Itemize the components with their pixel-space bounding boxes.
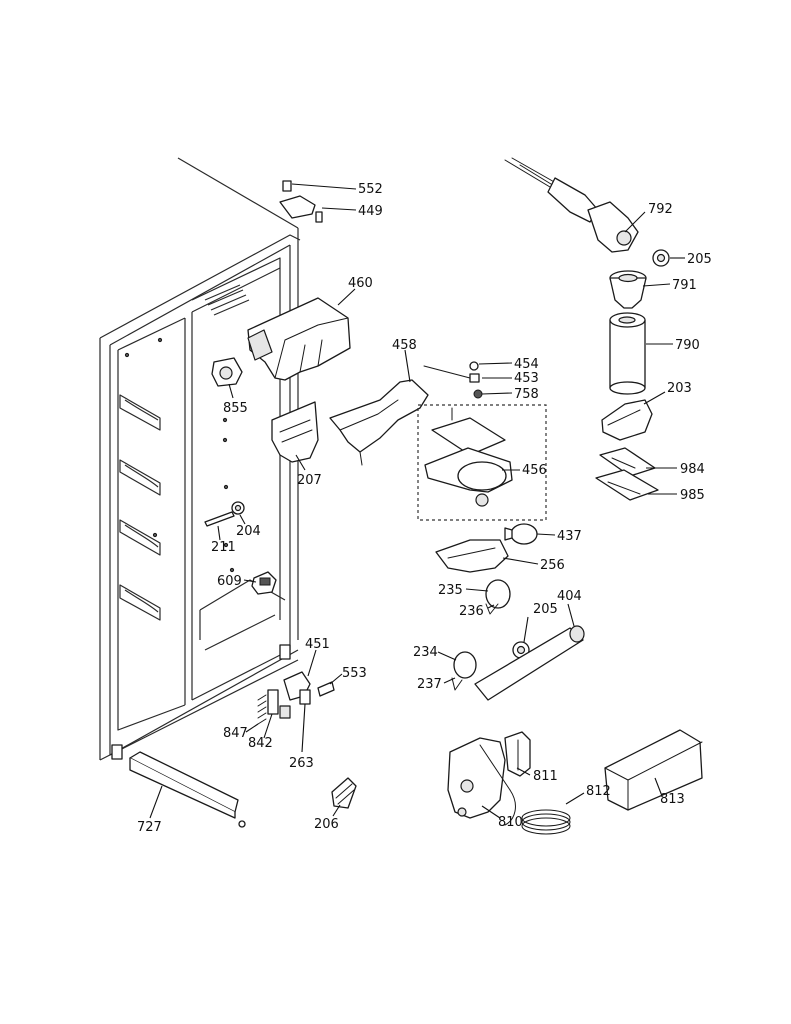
label-437: 437 — [557, 529, 582, 544]
part-842-cam — [267, 689, 291, 719]
label-985: 985 — [680, 488, 705, 503]
label-791: 791 — [672, 278, 697, 293]
part-791-filter-cap — [609, 270, 647, 309]
part-553-screw — [317, 681, 335, 697]
part-207-cover — [271, 401, 319, 463]
label-203: 203 — [667, 381, 692, 396]
part-552-screw — [282, 180, 292, 192]
part-236-clip — [485, 603, 499, 615]
part-855-damper — [211, 357, 243, 387]
label-211: 211 — [211, 540, 236, 555]
label-810: 810 — [498, 815, 523, 830]
part-437-light-bulb — [504, 523, 538, 545]
part-237-clip — [451, 677, 463, 691]
part-813-cover — [604, 729, 703, 811]
label-812: 812 — [586, 784, 611, 799]
part-404-rod-cover — [474, 625, 585, 701]
label-552: 552 — [358, 182, 383, 197]
label-451: 451 — [305, 637, 330, 652]
part-847-spring — [257, 694, 267, 725]
part-790-water-filter — [609, 312, 646, 395]
part-454-453-758-stack — [423, 361, 483, 399]
label-204: 204 — [236, 524, 261, 539]
part-985-plate — [595, 469, 659, 501]
part-234-knob — [453, 651, 477, 679]
label-727: 727 — [137, 820, 162, 835]
part-792-filter-head — [504, 157, 639, 253]
label-237: 237 — [417, 677, 442, 692]
label-458: 458 — [392, 338, 417, 353]
part-727-toe-grille — [129, 751, 246, 828]
part-235-knob — [485, 579, 511, 609]
label-234: 234 — [413, 645, 438, 660]
label-984: 984 — [680, 462, 705, 477]
label-205-top: 205 — [687, 252, 712, 267]
label-205-lower: 205 — [533, 602, 558, 617]
part-609-switch — [251, 571, 277, 595]
part-460-duct-housing — [247, 297, 351, 381]
part-810-811-water-valve-assembly — [447, 731, 531, 826]
label-236: 236 — [459, 604, 484, 619]
part-205-nut-top — [652, 249, 670, 267]
leader-lines — [149, 183, 685, 819]
part-204-cap — [231, 501, 245, 515]
part-812-coil-tube — [521, 809, 571, 835]
label-263: 263 — [289, 756, 314, 771]
part-206-grille — [331, 777, 357, 809]
part-458-shroud — [329, 379, 429, 466]
part-449-hinge-bracket — [279, 195, 323, 223]
label-449: 449 — [358, 204, 383, 219]
label-758: 758 — [514, 387, 539, 402]
label-609: 609 — [217, 574, 242, 589]
label-456: 456 — [522, 463, 547, 478]
label-256: 256 — [540, 558, 565, 573]
label-811: 811 — [533, 769, 558, 784]
label-454: 454 — [514, 357, 539, 372]
label-404: 404 — [557, 589, 582, 604]
label-206: 206 — [314, 817, 339, 832]
label-553: 553 — [342, 666, 367, 681]
part-263-pin — [299, 689, 311, 705]
part-456-fan-assembly — [417, 404, 547, 521]
label-855: 855 — [223, 401, 248, 416]
label-790: 790 — [675, 338, 700, 353]
label-813: 813 — [660, 792, 685, 807]
callout-labels: 552 449 460 855 207 458 454 453 758 456 … — [137, 182, 712, 835]
label-460: 460 — [348, 276, 373, 291]
label-207: 207 — [297, 473, 322, 488]
refrigerator-cabinet — [99, 157, 301, 761]
part-211-screw — [204, 511, 235, 527]
label-842: 842 — [248, 736, 273, 751]
label-235: 235 — [438, 583, 463, 598]
part-203-filter-cover — [601, 399, 653, 441]
label-847: 847 — [223, 726, 248, 741]
label-453: 453 — [514, 371, 539, 386]
part-256-light-cover — [435, 539, 509, 573]
label-792: 792 — [648, 202, 673, 217]
